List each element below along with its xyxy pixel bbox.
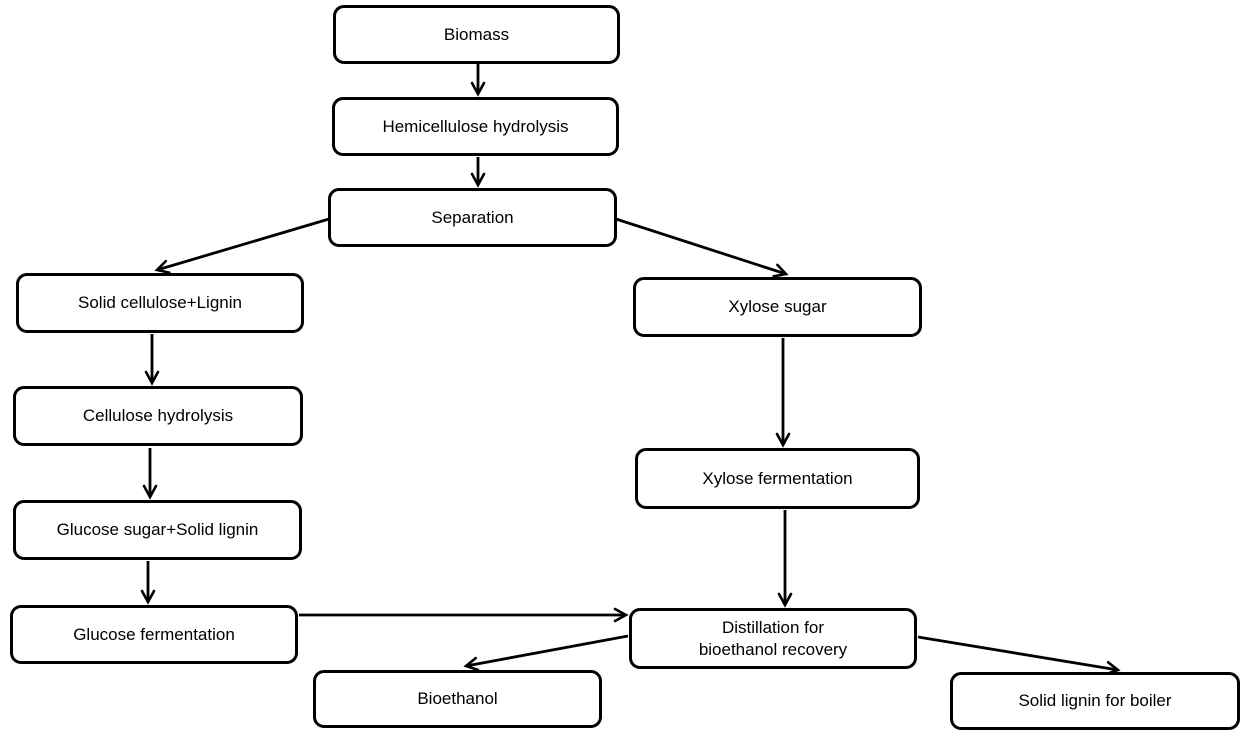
node-solid-lignin-boiler: Solid lignin for boiler (950, 672, 1240, 730)
node-label: Xylose sugar (728, 297, 827, 317)
node-separation: Separation (328, 188, 617, 247)
node-biomass: Biomass (333, 5, 620, 64)
node-label: Xylose fermentation (702, 468, 853, 488)
node-label: Glucose fermentation (73, 624, 235, 644)
node-label: Solid lignin for boiler (1018, 691, 1172, 711)
node-glucose-fermentation: Glucose fermentation (10, 605, 298, 664)
node-solid-cellulose-lignin: Solid cellulose+Lignin (16, 273, 304, 333)
node-label: Separation (431, 207, 514, 227)
node-glucose-sugar-solid-lignin: Glucose sugar+Solid lignin (13, 500, 302, 560)
edge-separation-to-xylose-sugar (615, 217, 789, 278)
node-label: Glucose sugar+Solid lignin (56, 520, 259, 540)
node-bioethanol: Bioethanol (313, 670, 602, 728)
node-cellulose-hydrolysis: Cellulose hydrolysis (13, 386, 303, 446)
node-label: Hemicellulose hydrolysis (382, 116, 569, 136)
node-label: Solid cellulose+Lignin (78, 293, 242, 313)
node-hemicellulose-hydrolysis: Hemicellulose hydrolysis (332, 97, 619, 156)
node-xylose-fermentation: Xylose fermentation (635, 448, 920, 509)
node-xylose-sugar: Xylose sugar (633, 277, 922, 337)
node-label: Distillation for bioethanol recovery (698, 618, 848, 659)
node-label: Cellulose hydrolysis (82, 406, 234, 426)
edge-distillation-to-bioethanol (463, 634, 629, 672)
edge-distillation-to-solid-lignin-boiler (917, 635, 1121, 676)
node-label: Biomass (443, 24, 510, 44)
edge-separation-to-solid-cellulose-lignin (154, 217, 330, 274)
node-label: Bioethanol (417, 689, 498, 709)
node-distillation: Distillation for bioethanol recovery (629, 608, 917, 669)
